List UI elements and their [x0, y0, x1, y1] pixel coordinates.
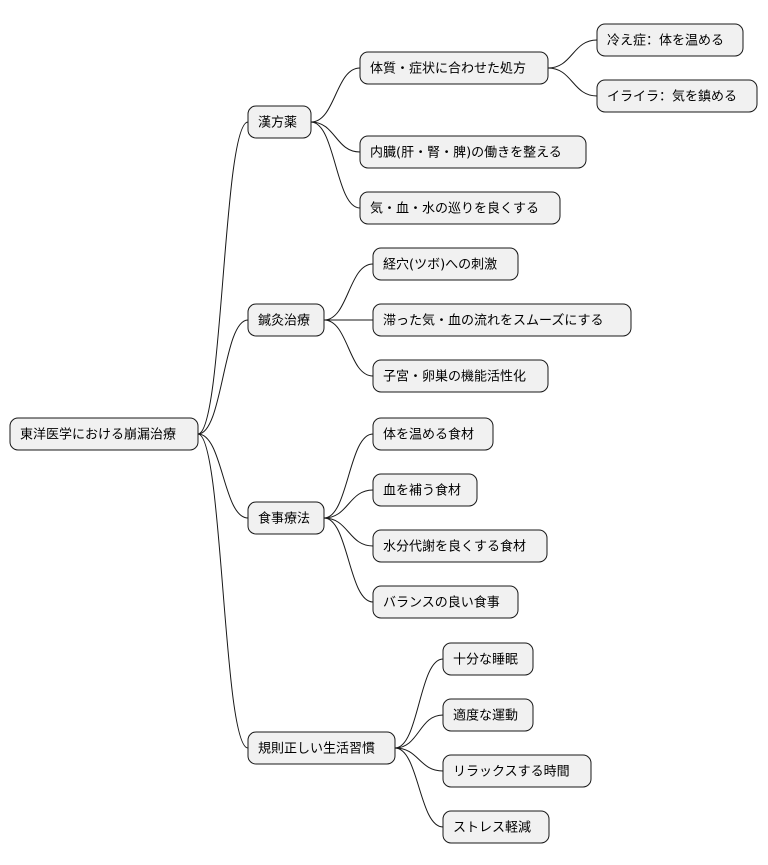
- mindmap-node-1: 鍼灸治療: [247, 303, 325, 337]
- edge-0-to-0-1: [310, 121, 361, 153]
- node-label: リラックスする時間: [453, 765, 570, 780]
- mindmap-node-3: 規則正しい生活習慣: [247, 731, 396, 765]
- node-label: 気・血・水の巡りを良くする: [370, 201, 539, 217]
- edge-3-to-3-1: [394, 714, 444, 749]
- node-label: 体を温める食材: [383, 427, 474, 443]
- node-label: 内臓(肝・腎・脾)の働きを整える: [370, 145, 562, 161]
- node-label: ストレス軽減: [453, 820, 531, 836]
- node-box: [442, 642, 534, 676]
- node-box: [359, 191, 561, 225]
- edge-1-to-1-0: [323, 263, 374, 321]
- mindmap-node-3-1: 適度な運動: [442, 698, 534, 732]
- node-box: [372, 529, 548, 563]
- node-box: [596, 23, 744, 57]
- mindmap-node-3-2: リラックスする時間: [442, 754, 592, 788]
- edge-1-to-1-2: [323, 319, 374, 377]
- node-box: [372, 359, 549, 393]
- node-box: [372, 585, 519, 619]
- node-label: 東洋医学における崩漏治療: [20, 427, 176, 443]
- node-label: 規則正しい生活習慣: [258, 741, 375, 757]
- edge-0-to-0-0: [310, 67, 361, 123]
- node-label: バランスの良い食事: [383, 595, 500, 611]
- node-box: [359, 51, 549, 85]
- node-box: [372, 303, 632, 337]
- edge-2-to-2-0: [323, 433, 374, 519]
- mindmap-nodes: 東洋医学における崩漏治療 漢方薬 体質・症状に合わせた処方 冷え症：体を温めるイライラ…: [9, 23, 758, 844]
- mindmap-node-3-3: ストレス軽減: [442, 810, 550, 844]
- node-label: 水分代謝を良くする食材: [383, 539, 526, 555]
- mindmap-node-0: 漢方薬: [247, 105, 312, 139]
- mindmap-node-0-1: 内臓(肝・腎・脾)の働きを整える: [359, 135, 587, 169]
- mindmap-node-2-1: 血を補う食材: [372, 473, 478, 507]
- edge-root-to-1: [197, 319, 249, 435]
- mindmap-edges: [197, 39, 598, 828]
- node-label: 冷え症：体を温める: [607, 34, 724, 49]
- edge-0-0-to-0-0-1: [547, 67, 598, 97]
- edge-0-to-0-2: [310, 121, 361, 209]
- edge-root-to-3: [197, 433, 249, 749]
- edge-3-to-3-3: [394, 747, 444, 828]
- mindmap-node-2: 食事療法: [247, 501, 325, 535]
- edge-2-to-2-3: [323, 517, 374, 603]
- node-box: [442, 810, 550, 844]
- edge-3-to-3-2: [394, 747, 444, 772]
- node-box: [442, 754, 592, 788]
- node-box: [247, 303, 325, 337]
- edge-3-to-3-0: [394, 658, 444, 749]
- edge-2-to-2-2: [323, 517, 374, 547]
- node-label: 経穴(ツボ)への刺激: [383, 258, 497, 273]
- mindmap-node-1-0: 経穴(ツボ)への刺激: [372, 247, 519, 281]
- node-box: [247, 501, 325, 535]
- edge-root-to-0: [197, 121, 249, 435]
- node-label: 漢方薬: [258, 115, 297, 131]
- node-label: 適度な運動: [453, 708, 518, 724]
- node-box: [442, 698, 534, 732]
- mindmap-node-0-0-1: イライラ：気を鎮める: [596, 79, 758, 113]
- node-label: 十分な睡眠: [453, 653, 518, 668]
- mindmap-node-2-2: 水分代謝を良くする食材: [372, 529, 548, 563]
- node-label: 血を補う食材: [383, 483, 461, 499]
- mindmap-node-3-0: 十分な睡眠: [442, 642, 534, 676]
- edge-2-to-2-1: [323, 489, 374, 519]
- node-label: 体質・症状に合わせた処方: [370, 61, 526, 77]
- node-box: [9, 417, 199, 451]
- edge-0-0-to-0-0-0: [547, 39, 598, 69]
- node-box: [372, 417, 494, 451]
- node-label: 滞った気・血の流れをスムーズにする: [383, 313, 603, 329]
- node-box: [596, 79, 758, 113]
- node-label: イライラ：気を鎮める: [607, 89, 737, 105]
- node-label: 子宮・卵巣の機能活性化: [383, 369, 526, 385]
- mindmap-node-1-1: 滞った気・血の流れをスムーズにする: [372, 303, 632, 337]
- node-label: 食事療法: [258, 511, 310, 527]
- mindmap-node-2-0: 体を温める食材: [372, 417, 494, 451]
- node-label: 鍼灸治療: [258, 313, 310, 329]
- node-box: [372, 247, 519, 281]
- node-box: [359, 135, 587, 169]
- mindmap-node-0-0: 体質・症状に合わせた処方: [359, 51, 549, 85]
- node-box: [247, 105, 312, 139]
- mindmap-node-0-2: 気・血・水の巡りを良くする: [359, 191, 561, 225]
- mindmap-root-node: 東洋医学における崩漏治療: [9, 417, 199, 451]
- mindmap-node-1-2: 子宮・卵巣の機能活性化: [372, 359, 549, 393]
- edge-root-to-2: [197, 433, 249, 519]
- node-box: [372, 473, 478, 507]
- node-box: [247, 731, 396, 765]
- mindmap-node-0-0-0: 冷え症：体を温める: [596, 23, 744, 57]
- mindmap-node-2-3: バランスの良い食事: [372, 585, 519, 619]
